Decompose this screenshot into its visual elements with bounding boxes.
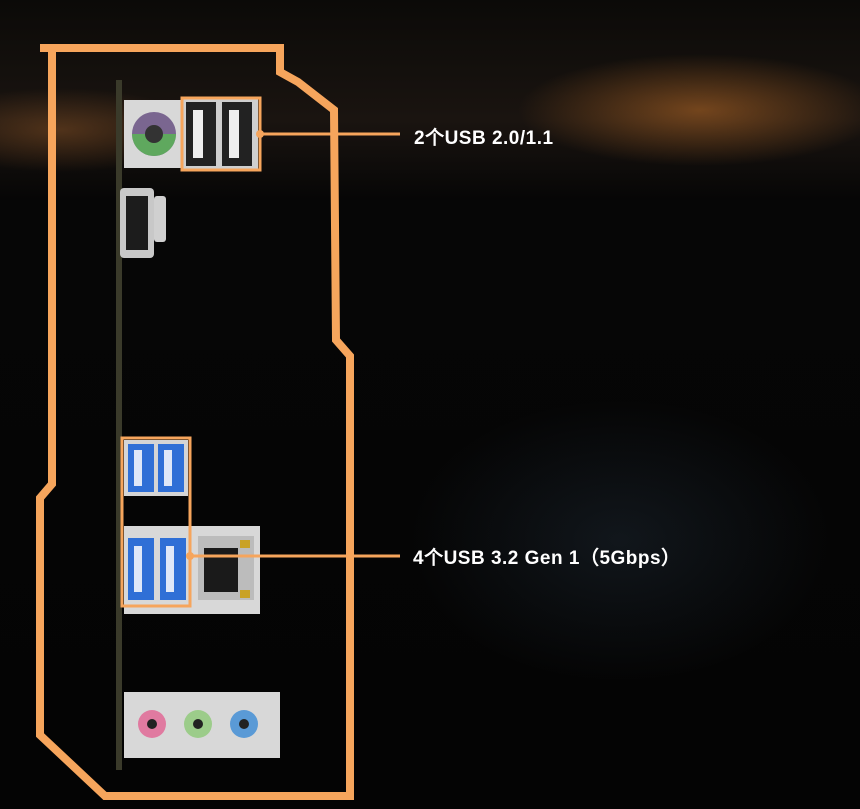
usb2-callout-dot — [256, 130, 264, 138]
bracket-strip — [116, 80, 122, 770]
usb3-port-group-upper — [124, 440, 188, 496]
usb3-port-label: 4个USB 3.2 Gen 1（5Gbps） — [413, 543, 681, 570]
audio-jack-group — [124, 692, 280, 758]
ethernet-port — [198, 536, 254, 600]
usb2-port-group — [182, 98, 258, 170]
ps2-combo-port — [124, 100, 184, 168]
usb3-callout-dot — [186, 552, 194, 560]
usb2-port-label: 2个USB 2.0/1.1 — [414, 123, 554, 150]
hdmi-port — [120, 188, 166, 258]
